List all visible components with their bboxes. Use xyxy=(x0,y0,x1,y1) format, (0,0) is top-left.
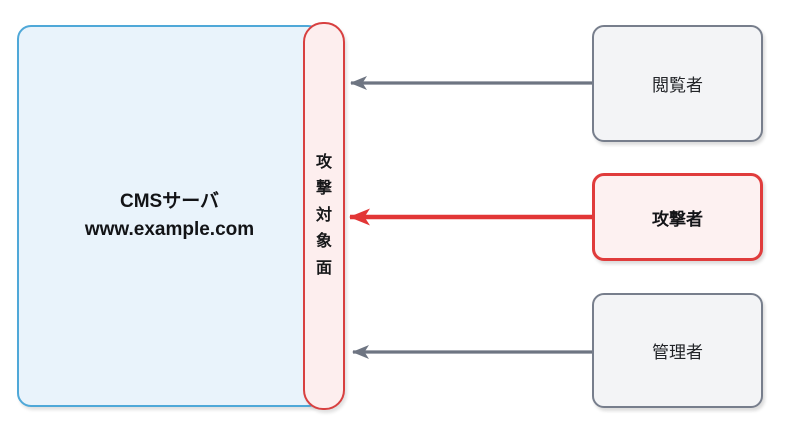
cms-server-box: CMSサーバ www.example.com xyxy=(17,25,322,407)
cms-server-title: CMSサーバ xyxy=(119,191,220,213)
actor-box-admin: 管理者 xyxy=(592,293,763,408)
actor-box-viewer: 閲覧者 xyxy=(592,25,763,142)
cms-server-url: www.example.com xyxy=(84,219,255,240)
actor-viewer-label: 閲覧者 xyxy=(652,76,703,95)
attack-surface-label: 攻撃対象面 xyxy=(315,154,332,277)
actor-box-attacker: 攻撃者 xyxy=(592,173,763,261)
cms-server-label: CMSサーバ www.example.com xyxy=(85,188,254,243)
actor-admin-label: 管理者 xyxy=(652,343,703,362)
attack-surface-bar: 攻撃対象面 xyxy=(303,22,345,410)
actor-attacker-label: 攻撃者 xyxy=(652,209,703,229)
